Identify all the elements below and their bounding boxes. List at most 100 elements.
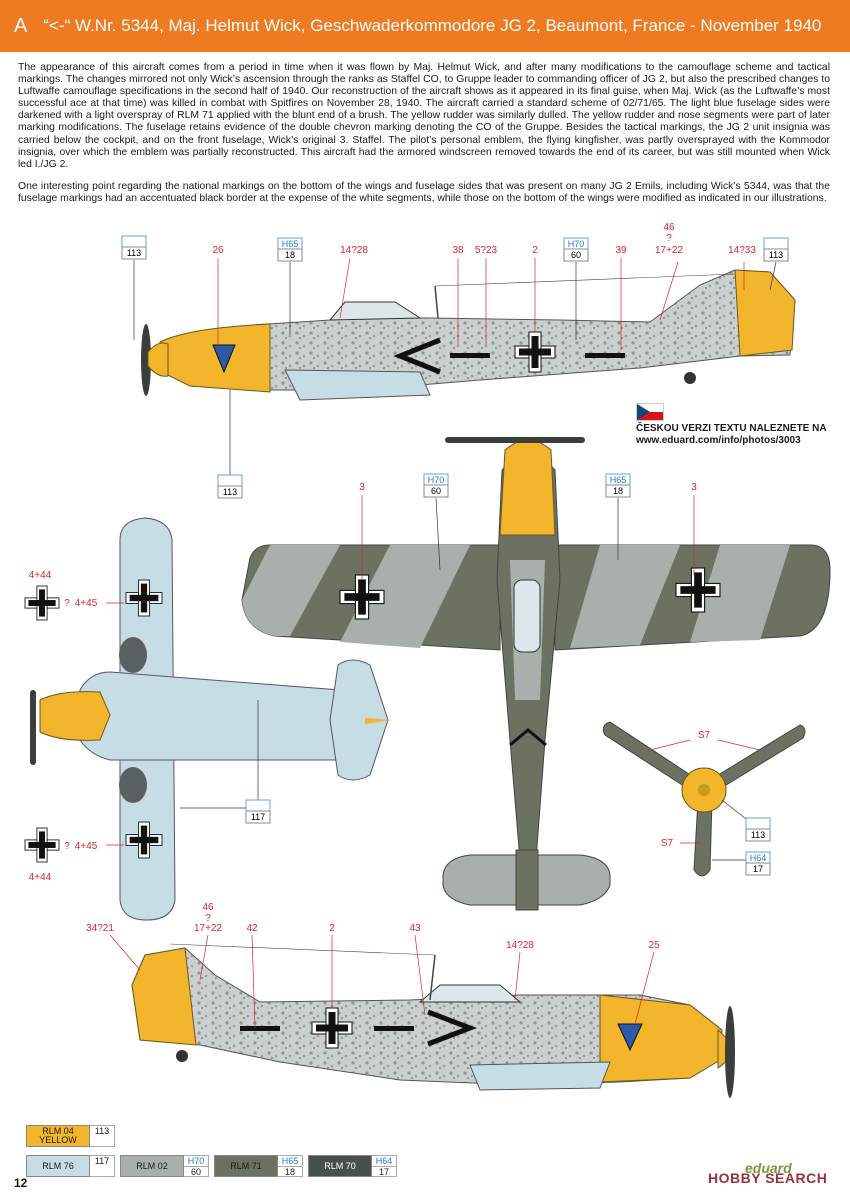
swatch-rlm02-h: H70	[184, 1156, 208, 1167]
callout-question-b: ?	[64, 841, 70, 852]
box-60-a: 60	[571, 250, 581, 260]
swatch-rlm71-name: RLM 71	[230, 1160, 262, 1171]
propeller-callouts: S7 S7	[661, 730, 711, 849]
swatch-rlm02-name: RLM 02	[136, 1160, 168, 1171]
box-18-b: 18	[613, 486, 623, 496]
czech-flag-icon	[636, 403, 664, 421]
callout-34-21: 34?21	[86, 923, 114, 934]
eduard-logo: eduard	[745, 1160, 792, 1176]
callout-46-b: 46	[202, 902, 214, 913]
callout-17-22-b: 17+22	[194, 923, 223, 934]
callout-question-c: ?	[205, 913, 211, 924]
czech-note-link[interactable]: www.eduard.com/info/photos/3003	[636, 435, 801, 446]
page-header: A “<-“ W.Nr. 5344, Maj. Helmut Wick, Ges…	[0, 0, 850, 52]
callout-3-right: 3	[691, 482, 697, 493]
swatch-rlm70-name: RLM 70	[324, 1160, 356, 1171]
swatch-rlm70: RLM 70 H64 17	[308, 1155, 397, 1177]
callout-43: 43	[409, 923, 421, 934]
description-text: The appearance of this aircraft comes fr…	[18, 62, 830, 215]
box-113-a: 113	[127, 248, 141, 258]
swatch-rlm76: RLM 76 117	[26, 1155, 115, 1177]
callout-5-23: 5?23	[475, 245, 498, 256]
callout-46: 46	[663, 222, 675, 233]
box-113-c: 113	[223, 487, 237, 497]
czech-note: ČESKOU VERZI TEXTU NALEZNETE NA www.edua…	[636, 403, 827, 447]
callout-26: 26	[212, 245, 224, 256]
callout-25: 25	[648, 940, 660, 951]
underside-code-boxes: 117	[245, 799, 271, 824]
underside-leader-lines	[180, 700, 259, 809]
top-profile-leader-lines	[133, 260, 777, 482]
swatch-rlm04-name: RLM 04	[42, 1126, 74, 1136]
callout-2: 2	[532, 245, 538, 256]
callout-4-45-b: 4+45	[75, 841, 98, 852]
czech-note-line1: ČESKOU VERZI TEXTU NALEZNETE NA	[636, 423, 827, 434]
plan-view-callouts: 3 3	[359, 482, 697, 493]
box-h65-a: H65	[282, 239, 299, 249]
swatch-rlm02-num: 60	[190, 1167, 201, 1177]
page-number: 12	[14, 1176, 28, 1190]
box-h70-a: H70	[568, 239, 585, 249]
propeller-code-boxes: 113 H64 17	[745, 817, 771, 876]
hobby-search-watermark: HOBBY SEARCH	[708, 1170, 828, 1186]
callout-2-b: 2	[329, 923, 335, 934]
callout-s7-a: S7	[698, 730, 711, 741]
callout-17-22: 17+22	[655, 245, 684, 256]
swatch-rlm04-num: 113	[94, 1126, 110, 1136]
bottom-profile-callout-lines	[109, 934, 655, 1029]
underside-view	[30, 517, 392, 921]
box-113-b: 113	[769, 250, 783, 260]
callout-39: 39	[615, 245, 627, 256]
underside-callouts: 4+44 ? 4+45 ? 4+45 4+44	[29, 570, 98, 883]
description-paragraph-1: The appearance of this aircraft comes fr…	[18, 62, 830, 170]
callout-question: ?	[666, 233, 672, 244]
swatch-rlm71: RLM 71 H65 18	[214, 1155, 303, 1177]
top-profile-callouts: 26 14?28 38 5?23 2 39 46 ? 17+22 14?33	[212, 222, 756, 256]
swatch-rlm76-num: 117	[94, 1156, 110, 1166]
callout-14-33: 14?33	[728, 245, 756, 256]
swatch-rlm04-sub: YELLOW	[39, 1135, 77, 1145]
propeller-front-view	[602, 721, 806, 877]
callout-14-28-b: 14?28	[506, 940, 534, 951]
top-profile-code-boxes: 113 H65 18 H70 60 113 113	[121, 235, 789, 499]
swatch-rlm70-h: H64	[372, 1156, 396, 1167]
callout-38: 38	[452, 245, 464, 256]
callout-4-44-a: 4+44	[29, 570, 52, 581]
plan-view-callout-lines	[361, 495, 695, 580]
box-h65-b: H65	[610, 475, 627, 485]
top-profile-callout-lines	[217, 257, 745, 350]
box-h64-a: H64	[750, 853, 767, 863]
side-profile-right	[131, 943, 735, 1098]
propeller-blade	[141, 324, 151, 396]
swatch-rlm76-name: RLM 76	[42, 1160, 74, 1171]
callout-4-45-a: 4+45	[75, 598, 98, 609]
plan-view-code-boxes: H70 60 H65 18	[423, 473, 631, 498]
side-profile-left	[141, 269, 796, 401]
description-paragraph-2: One interesting point regarding the nati…	[18, 180, 830, 204]
box-18-a: 18	[285, 250, 295, 260]
plan-view-top	[241, 437, 831, 911]
callout-14-28: 14?28	[340, 245, 368, 256]
callout-42: 42	[246, 923, 258, 934]
box-117: 117	[251, 812, 265, 822]
profile-letter: A	[14, 14, 28, 37]
propeller-callout-lines	[649, 739, 761, 844]
bottom-profile-callouts: 34?21 46 ? 17+22 42 2 43 14?28 25	[86, 902, 660, 951]
swatch-rlm71-h: H65	[278, 1156, 302, 1167]
box-60-b: 60	[431, 486, 441, 496]
callout-4-44-b: 4+44	[29, 872, 52, 883]
box-h70-b: H70	[428, 475, 445, 485]
callout-s7-b: S7	[661, 838, 674, 849]
callout-question-a: ?	[64, 598, 70, 609]
profile-title: “<-“ W.Nr. 5344, Maj. Helmut Wick, Gesch…	[43, 16, 822, 35]
swatch-rlm70-num: 17	[378, 1167, 389, 1177]
box-17-a: 17	[753, 864, 763, 874]
swatch-rlm04: RLM 04 YELLOW 113	[26, 1125, 115, 1147]
box-113-d: 113	[751, 830, 765, 840]
plan-view-leader-lines	[435, 497, 619, 571]
callout-3-left: 3	[359, 482, 365, 493]
swatch-rlm71-num: 18	[284, 1167, 295, 1177]
underside-callout-lines	[106, 602, 124, 846]
swatch-rlm02: RLM 02 H70 60	[120, 1155, 209, 1177]
